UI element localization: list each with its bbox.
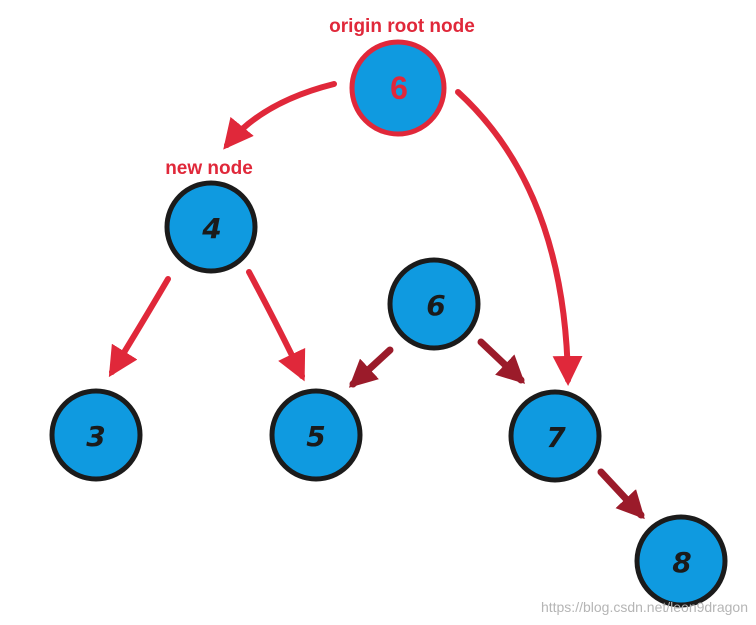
- node-4: 4: [164, 180, 258, 274]
- node-8: 8: [634, 514, 728, 608]
- node-5: 5: [269, 388, 363, 482]
- arrow-4-to-5-icon: [246, 269, 306, 382]
- node-6-value: 6: [426, 289, 445, 322]
- arrow-4-to-3-icon: [108, 276, 171, 378]
- node-3-value: 3: [86, 420, 105, 453]
- arrow-root-to-7-icon: [455, 89, 583, 386]
- node-origin-root: 6: [349, 39, 447, 137]
- node-6: 6: [387, 257, 481, 351]
- node-4-value: 4: [201, 212, 221, 245]
- origin-root-label: origin root node: [329, 16, 475, 37]
- arrow-root-to-4-icon: [223, 81, 337, 150]
- watermark: https://blog.csdn.net/leon9dragon: [541, 599, 748, 615]
- arrow-6-to-7-icon: [477, 338, 526, 384]
- arrow-7-to-8-icon: [597, 468, 645, 520]
- node-3: 3: [49, 388, 143, 482]
- node-7: 7: [508, 389, 602, 483]
- new-node-label: new node: [165, 158, 253, 179]
- node-5-value: 5: [306, 420, 325, 453]
- node-origin-root-value: 6: [390, 70, 408, 106]
- node-7-value: 7: [546, 421, 566, 454]
- arrow-6-to-5-icon: [348, 346, 394, 388]
- node-8-value: 8: [672, 546, 691, 579]
